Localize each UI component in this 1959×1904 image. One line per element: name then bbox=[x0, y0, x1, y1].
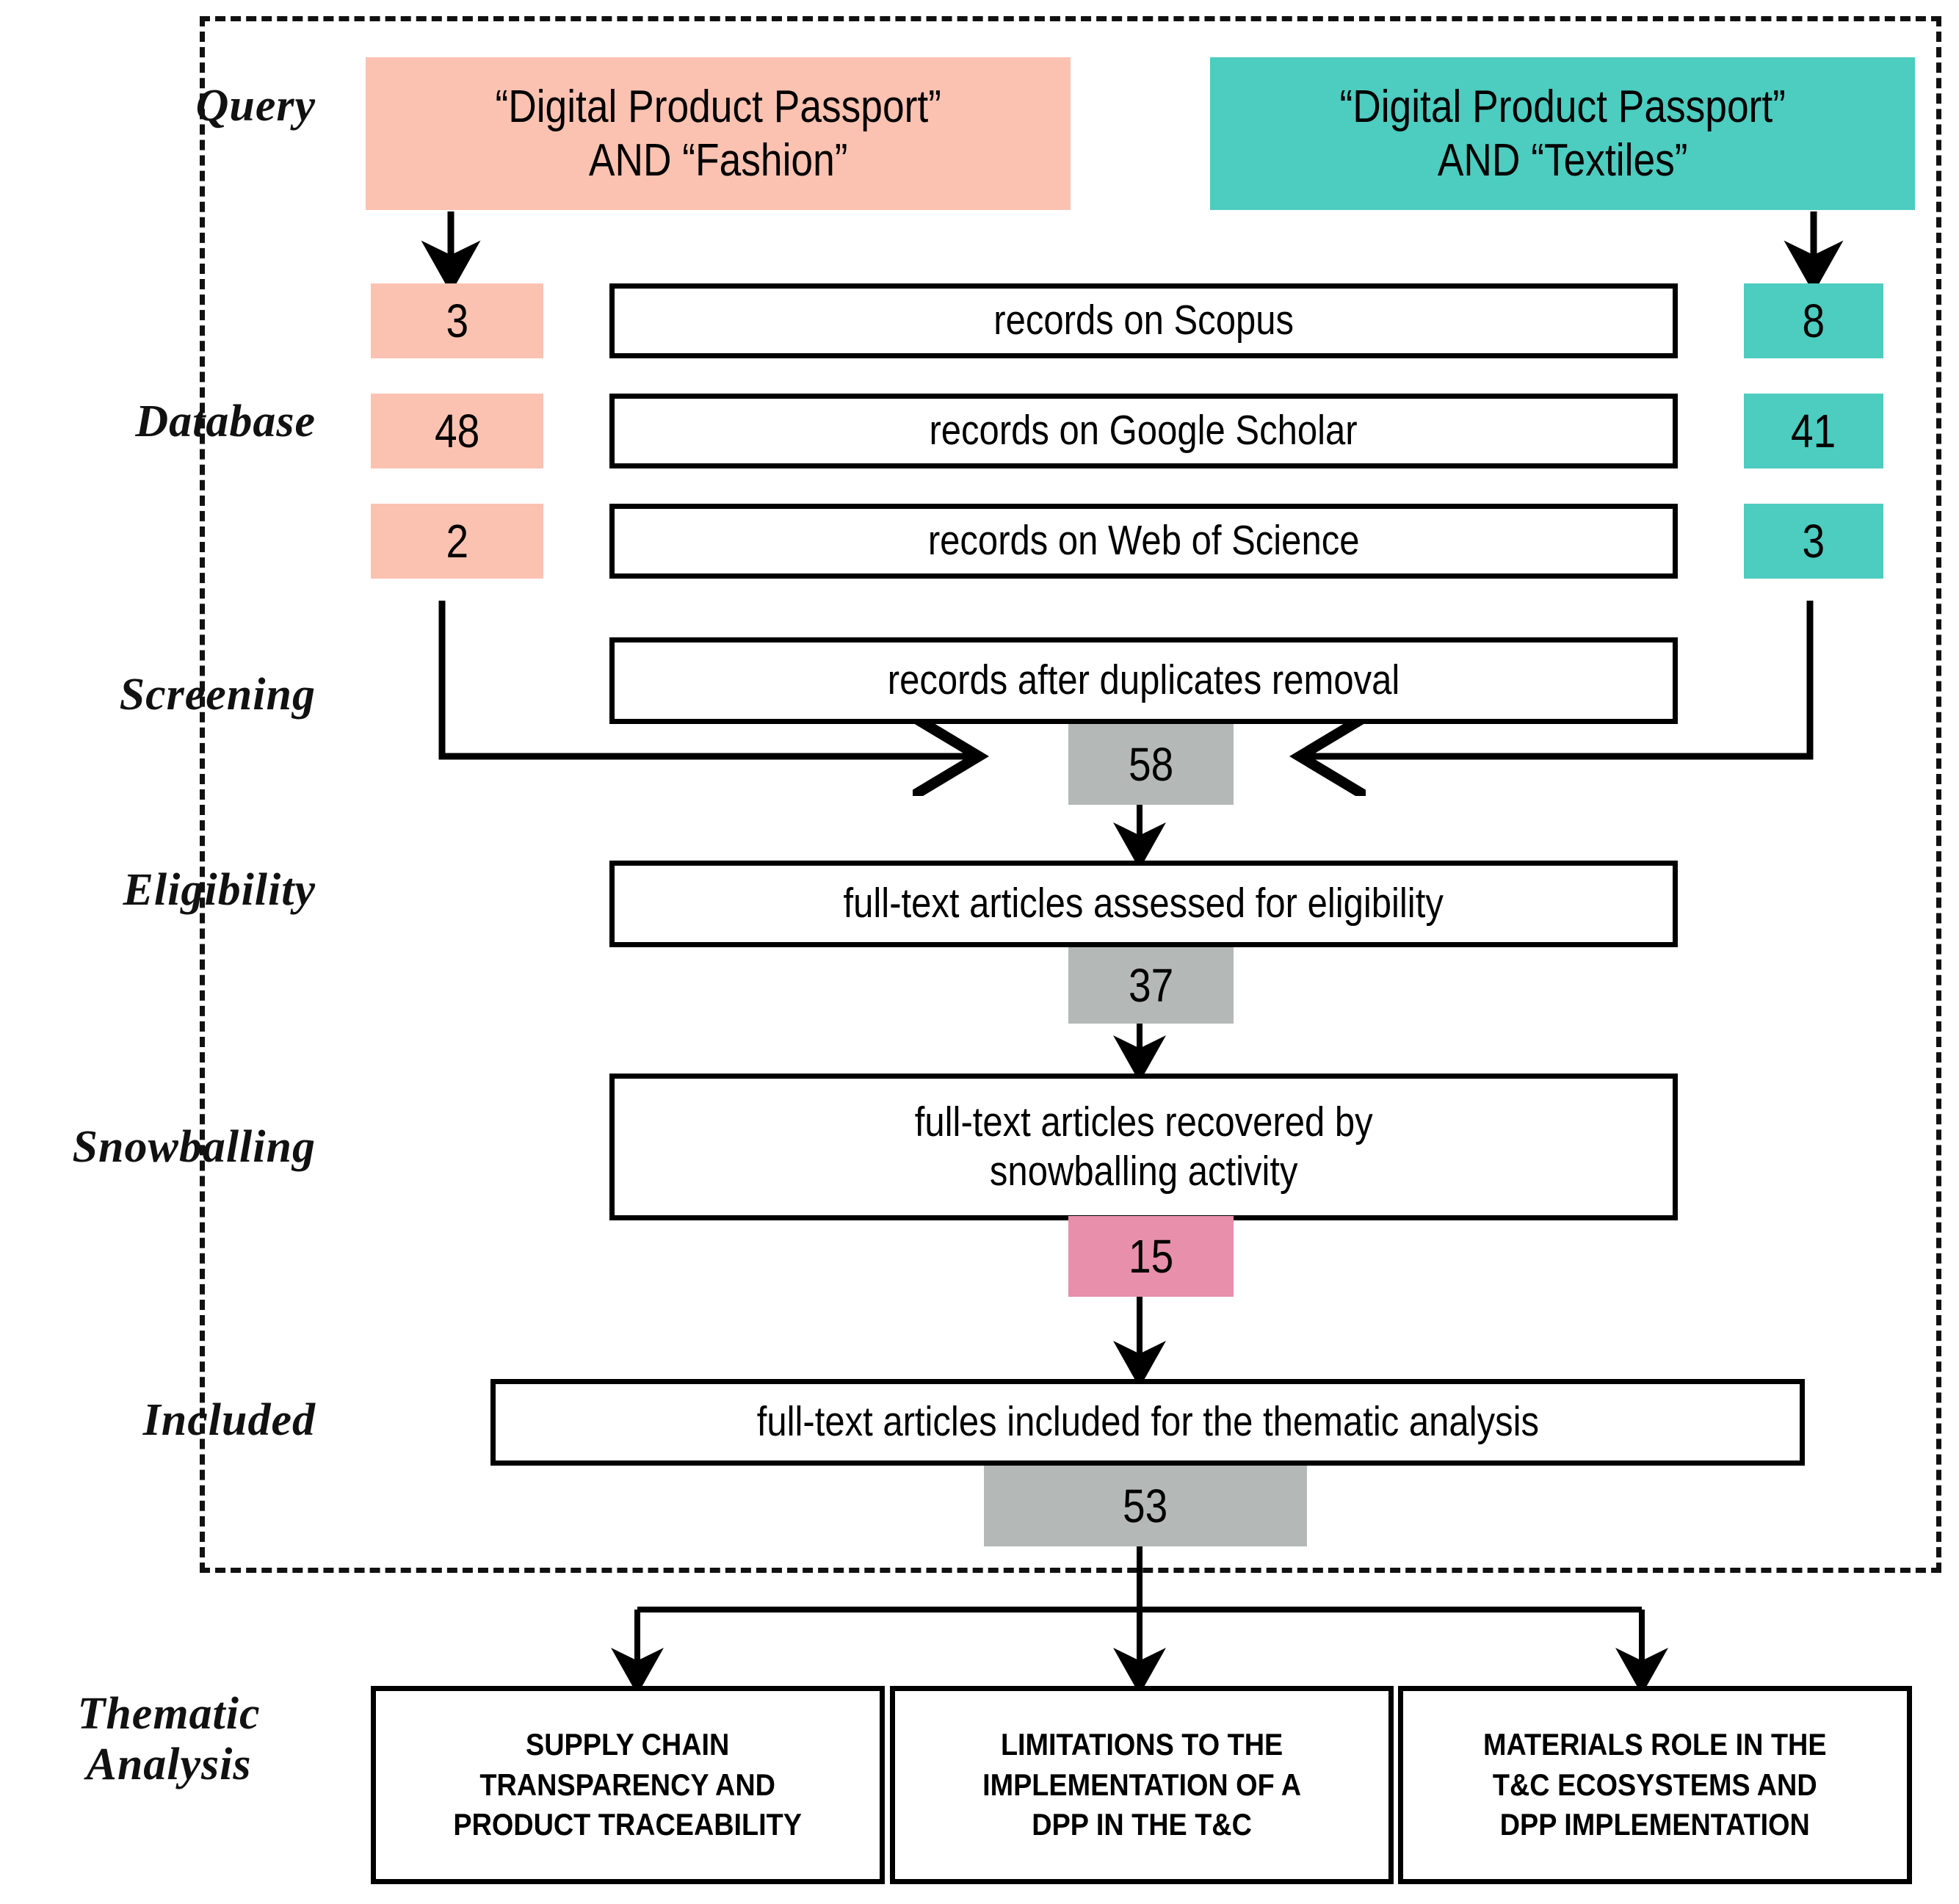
count-chip-scholar-fashion-value: 48 bbox=[434, 405, 480, 457]
screening-box: records after duplicates removal bbox=[609, 637, 1678, 724]
stage-label-query: Query bbox=[195, 81, 316, 131]
database-row-scopus: records on Scopus bbox=[609, 283, 1678, 358]
snowballing-box: full-text articles recovered by snowball… bbox=[609, 1074, 1678, 1220]
database-row-web-of-science: records on Web of Science bbox=[609, 504, 1678, 579]
eligibility-box-label: full-text articles assessed for eligibil… bbox=[843, 880, 1444, 927]
theme-box-supply-chain-label: SUPPLY CHAIN TRANSPARENCY AND PRODUCT TR… bbox=[453, 1727, 803, 1842]
theme-box-materials-role-label: MATERIALS ROLE IN THE T&C ECOSYSTEMS AND… bbox=[1483, 1727, 1827, 1842]
count-chip-scholar-textiles-value: 41 bbox=[1791, 405, 1836, 457]
stage-label-snowballing: Snowballing bbox=[72, 1122, 316, 1172]
count-chip-scopus-fashion-value: 3 bbox=[446, 294, 468, 347]
eligibility-box: full-text articles assessed for eligibil… bbox=[609, 861, 1678, 947]
query-box-textiles: “Digital Product Passport” AND “Textiles… bbox=[1210, 57, 1915, 210]
stage-label-screening: Screening bbox=[119, 670, 316, 720]
eligibility-count-chip: 37 bbox=[1068, 947, 1234, 1024]
snowballing-box-label: full-text articles recovered by snowball… bbox=[914, 1098, 1373, 1195]
screening-box-label: records after duplicates removal bbox=[887, 656, 1400, 704]
theme-box-limitations: LIMITATIONS TO THE IMPLEMENTATION OF A D… bbox=[890, 1686, 1394, 1884]
review-process-container bbox=[200, 16, 1941, 1573]
database-row-scopus-label: records on Scopus bbox=[993, 297, 1294, 344]
database-row-google-scholar: records on Google Scholar bbox=[609, 394, 1678, 468]
eligibility-count-value: 37 bbox=[1128, 959, 1174, 1012]
count-chip-wos-textiles-value: 3 bbox=[1802, 515, 1825, 568]
snowballing-count-chip: 15 bbox=[1068, 1216, 1234, 1297]
stage-label-thematic-analysis: Thematic Analysis bbox=[77, 1689, 261, 1790]
count-chip-scholar-textiles: 41 bbox=[1744, 394, 1883, 468]
database-row-web-of-science-label: records on Web of Science bbox=[927, 517, 1360, 565]
count-chip-scopus-textiles-value: 8 bbox=[1802, 294, 1825, 347]
included-count-chip: 53 bbox=[984, 1466, 1307, 1546]
count-chip-scholar-fashion: 48 bbox=[371, 394, 543, 468]
screening-count-value: 58 bbox=[1128, 738, 1174, 791]
snowballing-count-value: 15 bbox=[1128, 1230, 1174, 1283]
included-box: full-text articles included for the them… bbox=[490, 1379, 1805, 1466]
count-chip-wos-textiles: 3 bbox=[1744, 504, 1883, 579]
stage-label-eligibility: Eligibility bbox=[123, 865, 316, 915]
database-row-google-scholar-label: records on Google Scholar bbox=[929, 407, 1358, 455]
included-box-label: full-text articles included for the them… bbox=[756, 1398, 1539, 1446]
query-box-fashion: “Digital Product Passport” AND “Fashion” bbox=[366, 57, 1071, 210]
query-box-textiles-text: “Digital Product Passport” AND “Textiles… bbox=[1339, 81, 1786, 186]
count-chip-wos-fashion: 2 bbox=[371, 504, 543, 579]
count-chip-scopus-fashion: 3 bbox=[371, 283, 543, 358]
included-count-value: 53 bbox=[1123, 1480, 1168, 1532]
stage-label-database: Database bbox=[135, 397, 316, 446]
theme-box-supply-chain: SUPPLY CHAIN TRANSPARENCY AND PRODUCT TR… bbox=[371, 1686, 885, 1884]
stage-label-included: Included bbox=[142, 1395, 316, 1445]
screening-count-chip: 58 bbox=[1068, 724, 1234, 805]
count-chip-wos-fashion-value: 2 bbox=[446, 515, 468, 568]
count-chip-scopus-textiles: 8 bbox=[1744, 283, 1883, 358]
theme-box-materials-role: MATERIALS ROLE IN THE T&C ECOSYSTEMS AND… bbox=[1398, 1686, 1912, 1884]
theme-box-limitations-label: LIMITATIONS TO THE IMPLEMENTATION OF A D… bbox=[982, 1727, 1301, 1842]
query-box-fashion-text: “Digital Product Passport” AND “Fashion” bbox=[495, 81, 941, 186]
